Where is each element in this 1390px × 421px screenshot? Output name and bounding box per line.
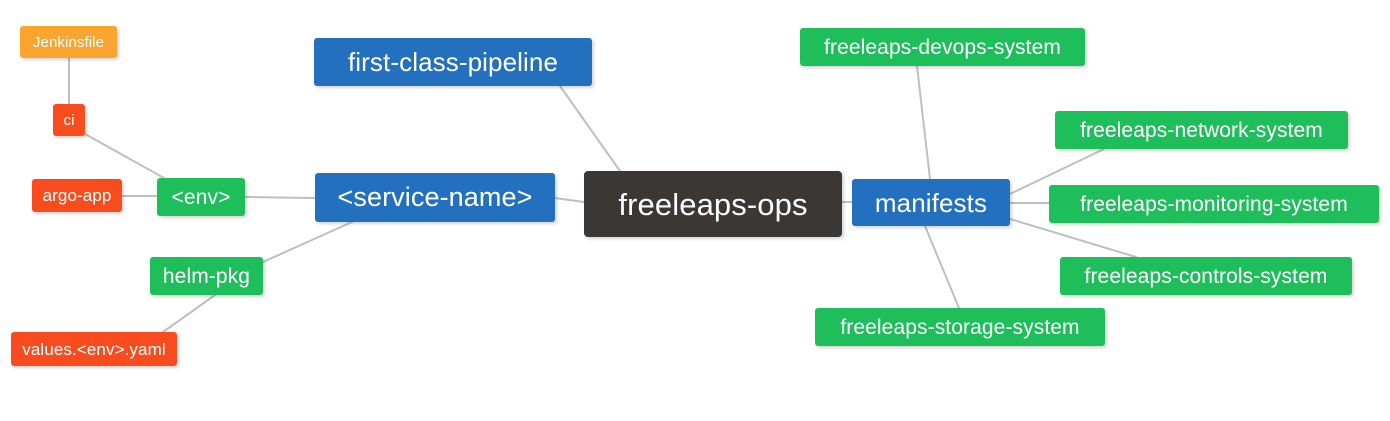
node-freeleaps-monitoring-system[interactable]: freeleaps-monitoring-system (1049, 185, 1379, 223)
node-manifests[interactable]: manifests (852, 179, 1010, 226)
node-helm-pkg[interactable]: helm-pkg (150, 257, 263, 295)
node-freeleaps-ops[interactable]: freeleaps-ops (584, 171, 842, 237)
edge-first-class-pipeline-to-freeleaps-ops (559, 85, 621, 172)
node-ci[interactable]: ci (53, 104, 85, 136)
node-label-service-name: <service-name> (337, 182, 533, 212)
node-label-jenkinsfile: Jenkinsfile (32, 33, 105, 51)
node-label-freeleaps-devops-system: freeleaps-devops-system (824, 35, 1061, 59)
node-jenkinsfile[interactable]: Jenkinsfile (20, 26, 117, 58)
node-label-freeleaps-ops: freeleaps-ops (618, 186, 808, 222)
node-label-freeleaps-network-system: freeleaps-network-system (1080, 118, 1323, 142)
node-label-freeleaps-controls-system: freeleaps-controls-system (1084, 264, 1328, 288)
edge-helm-pkg-to-service-name (262, 221, 353, 263)
edge-manifests-to-freeleaps-controls-system (1009, 218, 1137, 258)
node-label-freeleaps-monitoring-system: freeleaps-monitoring-system (1080, 192, 1348, 216)
node-argo-app[interactable]: argo-app (32, 179, 122, 212)
edge-ci-to-env (84, 133, 165, 179)
node-first-class-pipeline[interactable]: first-class-pipeline (314, 38, 592, 86)
edge-values-env-yaml-to-helm-pkg (162, 294, 216, 333)
edge-env-to-service-name (244, 196, 316, 199)
node-label-ci: ci (63, 111, 75, 129)
node-values-env-yaml[interactable]: values.<env>.yaml (11, 332, 177, 366)
node-freeleaps-storage-system[interactable]: freeleaps-storage-system (815, 308, 1105, 346)
node-label-freeleaps-storage-system: freeleaps-storage-system (840, 315, 1080, 339)
edge-manifests-to-freeleaps-storage-system (924, 225, 960, 309)
edge-manifests-to-freeleaps-devops-system (916, 65, 931, 180)
node-label-helm-pkg: helm-pkg (162, 264, 251, 288)
edge-service-name-to-freeleaps-ops (554, 197, 585, 203)
node-label-manifests: manifests (874, 187, 988, 218)
node-label-argo-app: argo-app (42, 186, 112, 205)
node-label-values-env-yaml: values.<env>.yaml (22, 339, 166, 359)
node-service-name[interactable]: <service-name> (315, 173, 555, 222)
node-freeleaps-network-system[interactable]: freeleaps-network-system (1055, 111, 1348, 149)
node-label-first-class-pipeline: first-class-pipeline (347, 47, 559, 77)
node-label-env: <env> (171, 185, 231, 209)
node-env[interactable]: <env> (157, 178, 245, 216)
node-freeleaps-controls-system[interactable]: freeleaps-controls-system (1060, 257, 1352, 295)
node-freeleaps-devops-system[interactable]: freeleaps-devops-system (800, 28, 1085, 66)
